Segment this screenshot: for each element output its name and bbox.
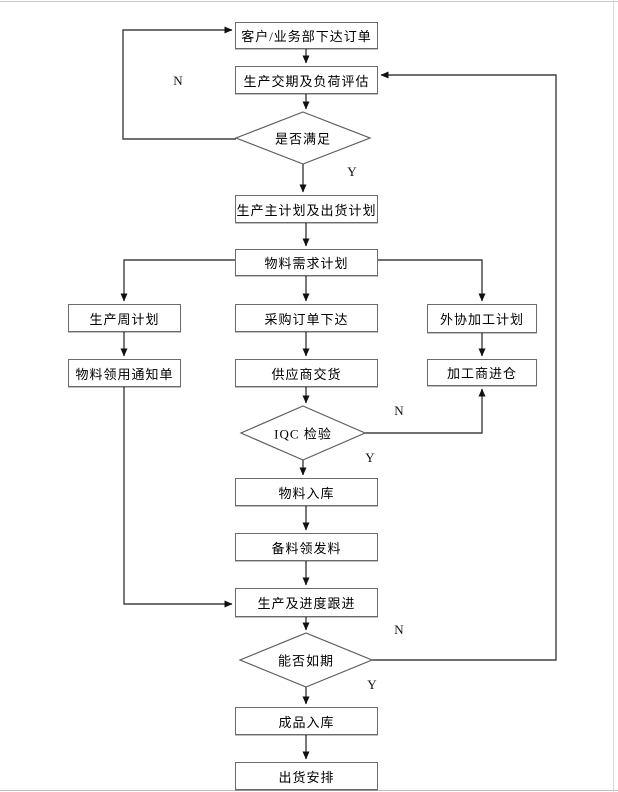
branch-label-iqc-yes: Y (365, 450, 375, 465)
node-material-warehouse: 物料入库 (235, 478, 378, 506)
node-material-notice: 物料领用通知单 (68, 359, 181, 387)
node-finished-warehouse: 成品入库 (235, 707, 378, 735)
edge-mrp-to-weekly (120, 259, 235, 302)
edge-ontime-no-feedback (372, 71, 557, 661)
node-master-plan: 生产主计划及出货计划 (235, 195, 378, 223)
page-edge-right (613, 0, 614, 792)
decision-iqc-shape (239, 405, 367, 461)
decision-satisfied-shape (234, 111, 372, 165)
edge-mrp-to-outsource (378, 259, 486, 302)
branch-label-satisfied-yes: Y (347, 164, 357, 179)
decision-ontime-label: 能否如期 (277, 653, 335, 669)
branch-label-satisfied-no: N (173, 73, 183, 88)
node-shipping: 出货安排 (235, 762, 378, 790)
branch-label-ontime-no: N (394, 622, 404, 637)
edge-notice-to-follow (123, 387, 233, 608)
node-material-requirements-plan: 物料需求计划 (235, 249, 378, 276)
node-customer-order: 客户/业务部下达订单 (235, 22, 378, 49)
decision-ontime-shape (238, 632, 374, 688)
decision-satisfied-label: 是否满足 (274, 131, 332, 147)
page-edge-bottom (0, 790, 618, 791)
decision-iqc-label: IQC 检验 (274, 426, 332, 442)
node-purchase-order: 采购订单下达 (235, 304, 378, 332)
node-delivery-load-eval: 生产交期及负荷评估 (235, 66, 378, 94)
branch-label-ontime-yes: Y (367, 677, 377, 692)
edge-iqc-no-to-processor (365, 388, 486, 434)
node-outsource-plan: 外协加工计划 (427, 304, 537, 333)
node-supplier-delivery: 供应商交货 (235, 359, 378, 387)
edge-satisfied-no-loop (122, 26, 236, 140)
node-production-follow: 生产及进度跟进 (235, 588, 378, 617)
node-material-issue: 备料领发料 (235, 533, 378, 561)
branch-label-iqc-no: N (394, 403, 404, 418)
page-edge-top (0, 1, 618, 2)
node-processor-warehouse: 加工商进仓 (427, 359, 537, 386)
node-weekly-plan: 生产周计划 (68, 304, 181, 332)
